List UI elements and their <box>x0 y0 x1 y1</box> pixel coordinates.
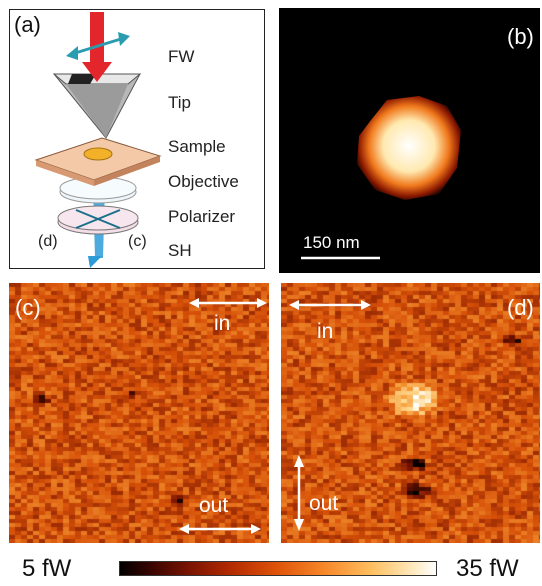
label-polarizer: Polarizer <box>168 207 236 226</box>
panel-d-label: (d) <box>507 295 534 320</box>
setup-schematic <box>34 12 162 268</box>
tip-aperture <box>68 74 96 84</box>
label-sh: SH <box>168 241 192 260</box>
colorbar-max-label: 35 fW <box>456 555 519 582</box>
panel-c-overlay <box>179 298 267 534</box>
sh-map-c <box>9 283 269 543</box>
label-tip: Tip <box>168 93 191 112</box>
label-objective: Objective <box>168 172 239 191</box>
scale-bar-label: 150 nm <box>303 233 360 252</box>
label-fw: FW <box>168 47 195 66</box>
sample-plate-edge <box>36 160 94 186</box>
tip-face <box>66 84 128 138</box>
panel-d-map: (d) in out <box>281 283 540 543</box>
panel-c-in-label: in <box>214 312 231 335</box>
in-arrow-right <box>361 300 371 310</box>
polarizer-label-d: (d) <box>38 233 58 250</box>
label-sample: Sample <box>168 137 226 156</box>
sh-map-d <box>281 283 540 543</box>
fw-beam <box>90 12 104 72</box>
out-arrow-right <box>251 524 261 534</box>
panel-c-map: (c) in out <box>9 283 269 543</box>
fw-polarization-arrow <box>71 36 125 56</box>
panel-d-overlay <box>289 300 371 531</box>
panel-c-label: (c) <box>15 295 41 320</box>
fw-arrow-head <box>82 62 112 82</box>
particle-map <box>301 96 461 260</box>
fw-pol-head-right <box>118 32 130 46</box>
panel-b-image: (b) 150 nm <box>279 8 540 273</box>
sh-arrow-head <box>88 256 102 268</box>
out-arrow-left <box>179 524 189 534</box>
panel-d-out-label: out <box>309 492 339 515</box>
out-arrow-up <box>294 455 304 467</box>
pol-arrow-d <box>75 209 121 229</box>
panel-c-out-label: out <box>199 494 229 517</box>
in-arrow-left <box>289 300 299 310</box>
particle-blob <box>357 96 461 200</box>
particle <box>83 147 113 161</box>
out-arrow-down <box>294 519 304 531</box>
in-arrow-right <box>257 298 267 308</box>
in-arrow-left <box>189 298 199 308</box>
panel-a-schematic: (a) FW Tip Sample Objective Polarizer SH… <box>9 9 265 269</box>
panel-d-in-label: in <box>317 320 334 343</box>
polarizer-label-c: (c) <box>128 233 147 250</box>
colorbar-min-label: 5 fW <box>22 555 72 582</box>
colorbar <box>119 561 437 576</box>
sample-plate-edge2 <box>94 156 160 186</box>
panel-a-label: (a) <box>14 12 41 37</box>
panel-b-label: (b) <box>507 24 534 49</box>
fw-pol-head-left <box>66 46 78 60</box>
